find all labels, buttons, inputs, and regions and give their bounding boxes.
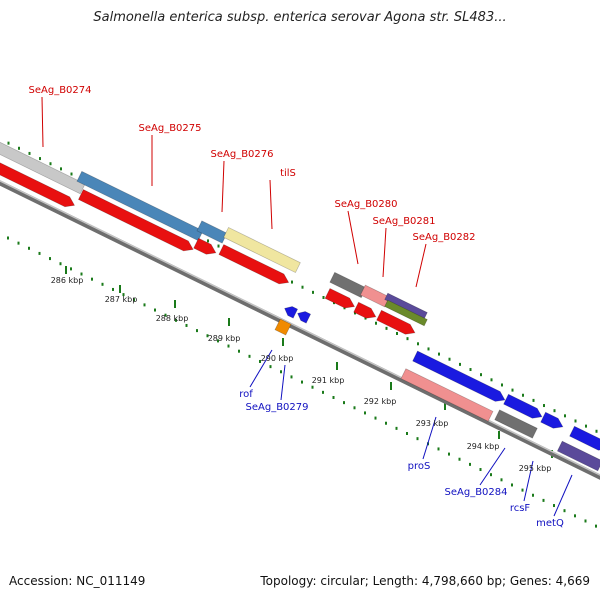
leader-line <box>415 243 427 288</box>
feature-seag-b0275 <box>76 170 204 242</box>
leader-line <box>347 210 359 265</box>
ruler-label: 292 kbp <box>364 397 397 406</box>
ruler-label: 288 kbp <box>156 314 189 323</box>
gene-label[interactable]: SeAg_B0280 <box>335 199 398 210</box>
feature-red-f <box>353 301 377 319</box>
feature-tils <box>223 226 301 274</box>
leader-line <box>382 227 387 278</box>
feature-small-blue-a <box>284 306 299 319</box>
backbone-line <box>0 180 600 480</box>
ruler-label: 291 kbp <box>312 376 345 385</box>
gene-label[interactable]: SeAg_B0282 <box>413 232 476 243</box>
gene-label[interactable]: SeAg_B0284 <box>445 487 508 498</box>
feature-seag-b0284 <box>494 409 538 439</box>
ruler-label: 294 kbp <box>467 442 500 451</box>
gene-label[interactable]: SeAg_B0274 <box>29 85 92 96</box>
ruler-label: 287 kbp <box>105 295 138 304</box>
feature-red-c <box>193 237 217 255</box>
ruler-label: 289 kbp <box>208 334 241 343</box>
gene-label[interactable]: SeAg_B0276 <box>211 149 274 160</box>
feature-blue-large <box>412 350 506 402</box>
ruler-label: 286 kbp <box>51 276 84 285</box>
leader-line <box>249 349 273 388</box>
feature-red-g <box>376 309 416 335</box>
ruler-labels: 286 kbp 287 kbp 288 kbp 289 kbp 290 kbp 291 k… <box>51 276 552 473</box>
leader-line <box>221 160 225 213</box>
feature-grey <box>0 141 86 195</box>
leader-line <box>422 416 437 460</box>
gene-label[interactable]: SeAg_B0279 <box>246 402 309 413</box>
gene-label[interactable]: metQ <box>536 518 564 529</box>
genome-summary-text: Topology: circular; Length: 4,798,660 bp… <box>260 574 590 588</box>
feature-red-e <box>324 287 356 309</box>
gene-label[interactable]: rcsF <box>510 503 531 514</box>
feature-seag-b0276 <box>196 220 228 244</box>
gene-label[interactable]: SeAg_B0275 <box>139 123 202 134</box>
feature-blue-c <box>540 411 564 429</box>
feature-small-blue-b <box>297 311 312 324</box>
feature-blue-d <box>569 425 600 451</box>
feature-red-d <box>218 244 290 285</box>
leader-line <box>553 474 573 517</box>
feature-pros <box>400 368 494 422</box>
leader-line <box>280 364 286 401</box>
leader-line <box>269 179 273 230</box>
feature-bars <box>0 141 600 480</box>
feature-blue-b <box>503 393 543 419</box>
leader-line <box>41 96 44 148</box>
leader-line <box>523 460 534 502</box>
backbone-highlight <box>0 180 600 476</box>
accession-text: Accession: NC_011149 <box>9 574 146 588</box>
genome-title: Salmonella enterica subsp. enterica sero… <box>93 10 507 25</box>
label-leader-lines <box>41 96 573 517</box>
feature-red-a <box>0 161 76 208</box>
feature-seag-b0282b <box>384 299 428 327</box>
ruler-label: 295 kbp <box>519 464 552 473</box>
feature-rof <box>274 318 292 336</box>
ruler-label: 293 kbp <box>416 419 449 428</box>
gene-label[interactable]: SeAg_B0281 <box>373 216 436 227</box>
feature-seag-b0281 <box>359 284 391 308</box>
leader-line <box>479 447 506 486</box>
gene-label[interactable]: tilS <box>280 168 296 179</box>
gene-label[interactable]: proS <box>408 461 431 472</box>
feature-metq <box>556 440 600 472</box>
feature-red-b <box>77 189 194 252</box>
gene-label[interactable]: rof <box>239 389 253 400</box>
ruler-label: 290 kbp <box>261 354 294 363</box>
